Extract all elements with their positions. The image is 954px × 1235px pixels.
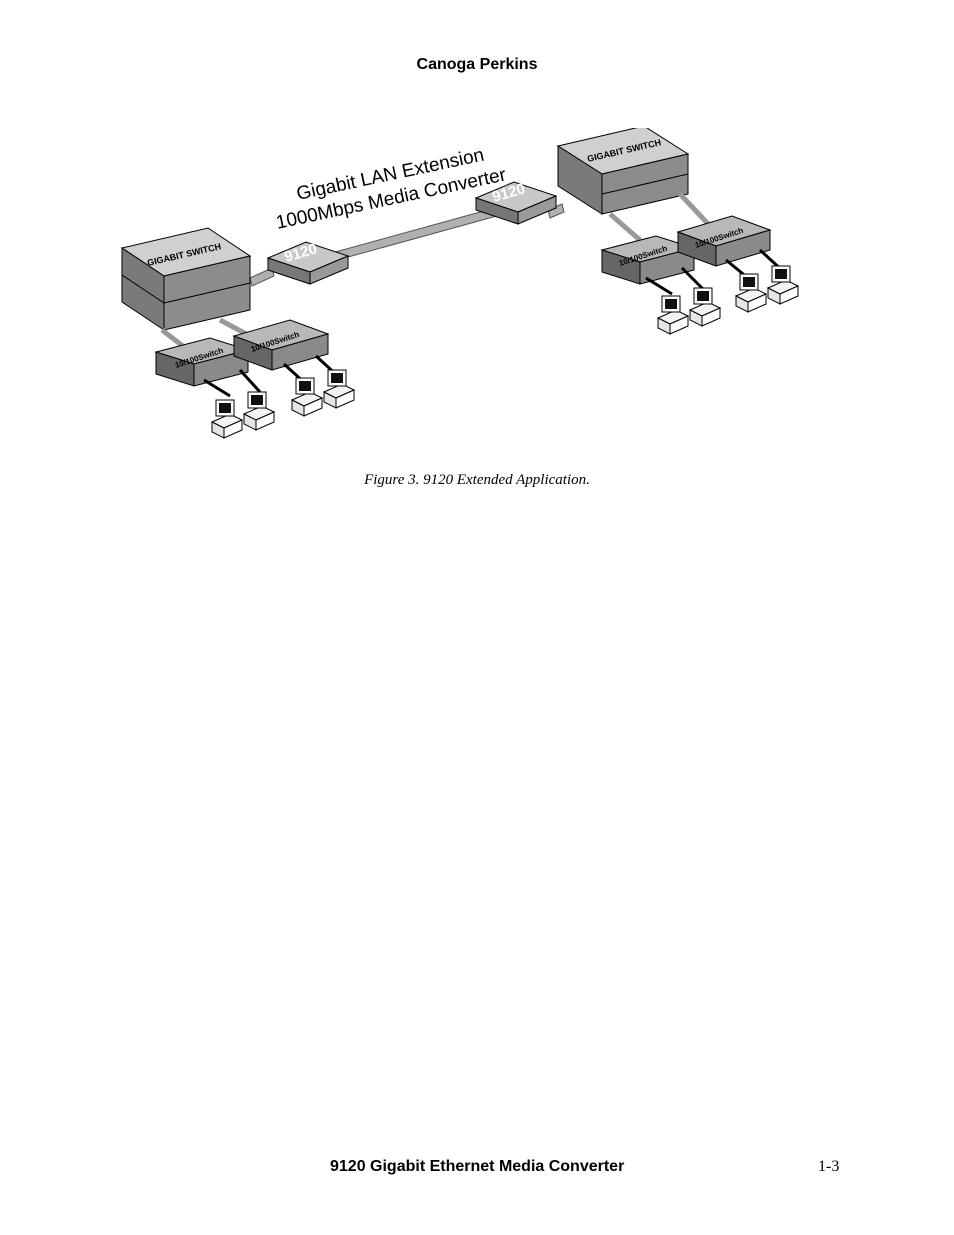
access-switch-left-1: 10/100Switch bbox=[154, 337, 250, 387]
pc-left-3 bbox=[291, 377, 323, 417]
access-switch-right-1: 10/100Switch bbox=[600, 235, 696, 285]
pc-right-4 bbox=[767, 265, 799, 305]
pc-right-1 bbox=[657, 295, 689, 335]
gigabit-switch-right: GIGABIT SWITCH bbox=[556, 128, 690, 215]
pc-left-1 bbox=[211, 399, 243, 439]
access-switch-right-2: 10/100Switch bbox=[676, 215, 772, 267]
link-left bbox=[249, 267, 275, 287]
pc-left-2 bbox=[243, 391, 275, 431]
converter-9120-left: 9120 bbox=[266, 240, 350, 285]
link-right bbox=[547, 203, 565, 219]
footer-page-number: 1-3 bbox=[818, 1158, 840, 1175]
page-header-company: Canoga Perkins bbox=[416, 56, 538, 73]
pc-left-4 bbox=[323, 369, 355, 409]
network-diagram: Gigabit LAN Extension 1000Mbps Media Con… bbox=[120, 128, 799, 439]
gigabit-switch-left: GIGABIT SWITCH bbox=[120, 227, 252, 331]
pc-right-3 bbox=[735, 273, 767, 313]
pc-right-2 bbox=[689, 287, 721, 327]
footer-document-title: 9120 Gigabit Ethernet Media Converter bbox=[330, 1158, 625, 1175]
access-switch-left-2: 10/100Switch bbox=[232, 319, 330, 371]
figure-caption: Figure 3. 9120 Extended Application. bbox=[364, 472, 590, 488]
